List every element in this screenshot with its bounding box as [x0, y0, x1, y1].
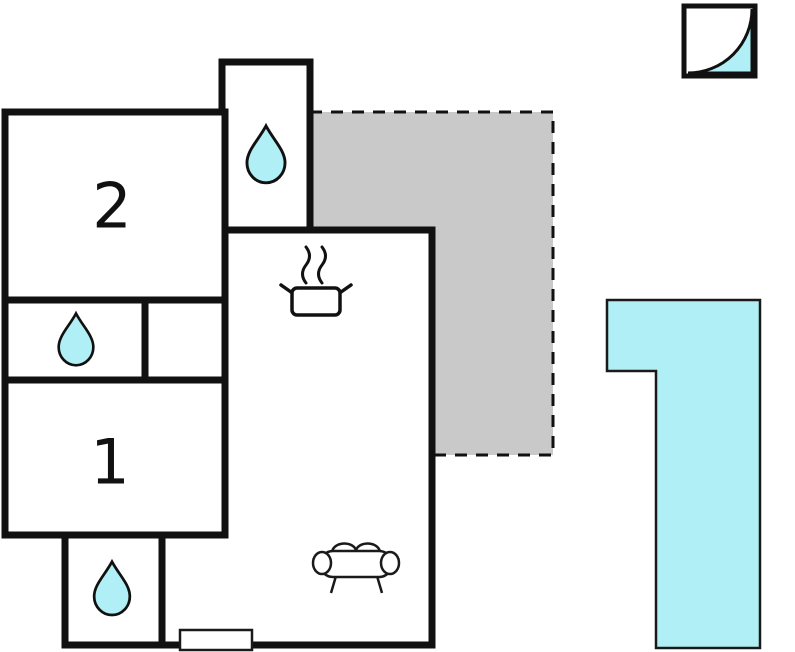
entrance-door	[178, 628, 254, 652]
pot-handle-left	[279, 283, 293, 294]
quarter-circle-arc	[687, 8, 754, 75]
sofa-icon	[311, 542, 401, 594]
pot-handle-right	[339, 283, 353, 294]
steam-line	[301, 245, 311, 285]
sofa-arm	[311, 550, 333, 576]
cooking-pot-icon	[279, 245, 353, 317]
room-label-1: 1	[90, 426, 129, 499]
sofa-leg	[375, 575, 384, 594]
swimming-pool	[605, 298, 762, 650]
pot-body	[290, 286, 342, 317]
steam-line	[317, 245, 327, 285]
room-bedroom-2	[1, 108, 229, 304]
room-living-kitchen	[158, 226, 436, 649]
quarter-circle-icon	[681, 3, 758, 79]
sofa-arm	[379, 550, 401, 576]
room-label-2: 2	[92, 170, 131, 243]
sofa-leg	[329, 575, 338, 594]
